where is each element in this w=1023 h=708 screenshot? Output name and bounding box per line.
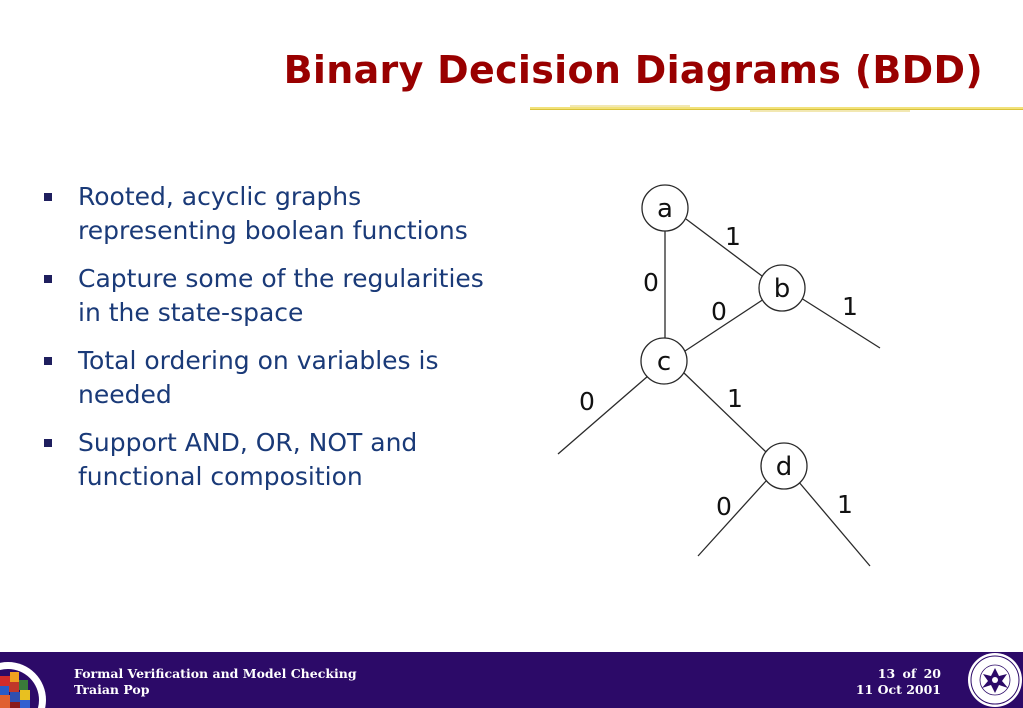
bullet-list: Rooted, acyclic graphs representing bool… (40, 180, 500, 508)
bullet-text: Rooted, acyclic graphs representing bool… (78, 182, 468, 245)
bullet-marker (44, 193, 52, 201)
footer-bar: Formal Verification and Model Checking T… (0, 652, 1023, 708)
bullet-item: Support AND, OR, NOT and functional comp… (40, 426, 500, 494)
bullet-marker (44, 357, 52, 365)
institute-logo-icon (0, 652, 56, 708)
page-number: 13 of 20 (856, 666, 941, 682)
bullet-text: Support AND, OR, NOT and functional comp… (78, 428, 418, 491)
edge-b-out (800, 297, 881, 349)
footer-date: 11 Oct 2001 (855, 682, 941, 697)
title-underline-decoration (530, 105, 1023, 112)
bullet-marker (44, 275, 52, 283)
node-a: a (641, 184, 689, 232)
footer-left: Formal Verification and Model Checking T… (74, 666, 357, 698)
university-seal-icon (962, 652, 1022, 708)
edge-d-out-left (697, 480, 767, 557)
node-d: d (760, 442, 808, 490)
bdd-diagram: a b c d 1 0 0 1 0 1 0 1 (557, 184, 881, 567)
edge-label-c-d: 1 (727, 384, 743, 413)
node-c: c (640, 337, 688, 385)
page-total: 20 (923, 666, 941, 681)
edge-b-c (684, 298, 765, 352)
node-b-label: b (774, 274, 791, 304)
page-current: 13 (877, 666, 896, 681)
page-separator: of (902, 666, 917, 681)
edge-d-out-right (797, 480, 871, 567)
node-c-label: c (657, 347, 671, 377)
bullet-text: Capture some of the regularities in the … (78, 264, 484, 327)
footer-author: Traian Pop (74, 682, 150, 697)
node-d-label: d (776, 452, 793, 482)
edge-c-out-left (557, 375, 649, 455)
node-a-label: a (657, 194, 673, 224)
edge-c-d (683, 372, 767, 453)
bullet-item: Total ordering on variables is needed (40, 344, 500, 412)
bullet-text: Total ordering on variables is needed (78, 346, 439, 409)
node-b: b (758, 264, 806, 312)
edge-label-a-b: 1 (725, 222, 741, 251)
edge-label-b-out: 1 (842, 292, 858, 321)
bullet-item: Rooted, acyclic graphs representing bool… (40, 180, 500, 248)
edge-label-c-out-left: 0 (579, 387, 595, 416)
edge-label-d-out-left: 0 (716, 492, 732, 521)
slide-title: Binary Decision Diagrams (BDD) (283, 48, 983, 92)
edge-a-b (685, 218, 763, 277)
bullet-item: Capture some of the regularities in the … (40, 262, 500, 330)
bullet-marker (44, 439, 52, 447)
footer-right: 13 of 20 11 Oct 2001 (856, 666, 941, 698)
footer-course-title: Formal Verification and Model Checking (74, 666, 357, 681)
edge-label-b-c: 0 (711, 297, 727, 326)
edge-label-a-c: 0 (643, 268, 659, 297)
edge-label-d-out-right: 1 (837, 490, 853, 519)
